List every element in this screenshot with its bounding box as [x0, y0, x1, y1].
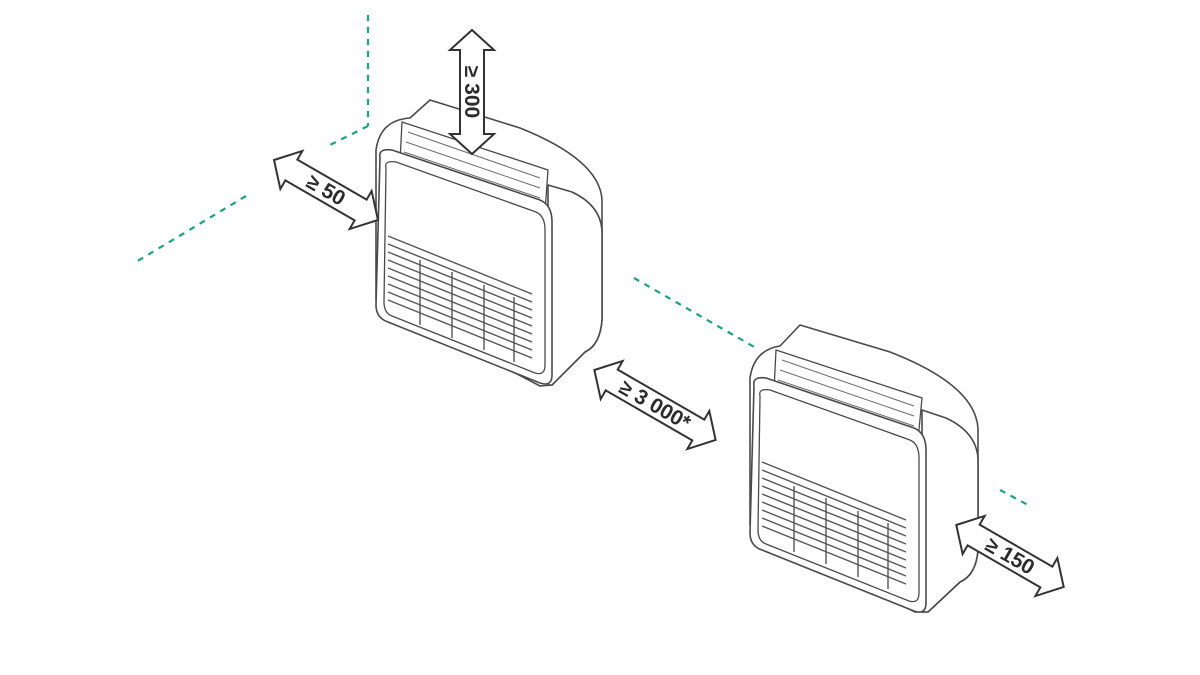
unit-side-face [547, 184, 603, 386]
unit-front-panel [749, 376, 927, 613]
top-clearance-label: ≥ 300 [460, 66, 483, 118]
wall-right-guide [999, 489, 1031, 507]
reference-guides [135, 15, 1031, 507]
unit-air-grille [761, 461, 907, 589]
top-clearance-arrow: ≥ 300 [447, 28, 497, 156]
wall-left-guide [135, 195, 247, 263]
unit-front-inner [383, 160, 546, 375]
indoor-unit-right [749, 324, 979, 613]
right-clearance-label: ≥ 150 [981, 533, 1038, 579]
unit-air-grille [387, 235, 533, 362]
indoor-unit-left [375, 99, 603, 387]
front-clearance-label: ≥ 3 000* [615, 376, 695, 435]
floor-front-guide [633, 277, 757, 349]
unit-side-face [921, 409, 979, 613]
left-clearance-arrow: ≥ 50 [272, 149, 380, 231]
unit-control-keys [403, 131, 541, 199]
front-clearance-arrow: ≥ 3 000* [593, 359, 717, 451]
unit-control-keys [777, 359, 915, 427]
unit-front-inner [757, 388, 920, 603]
wall-top-guide [329, 125, 369, 146]
